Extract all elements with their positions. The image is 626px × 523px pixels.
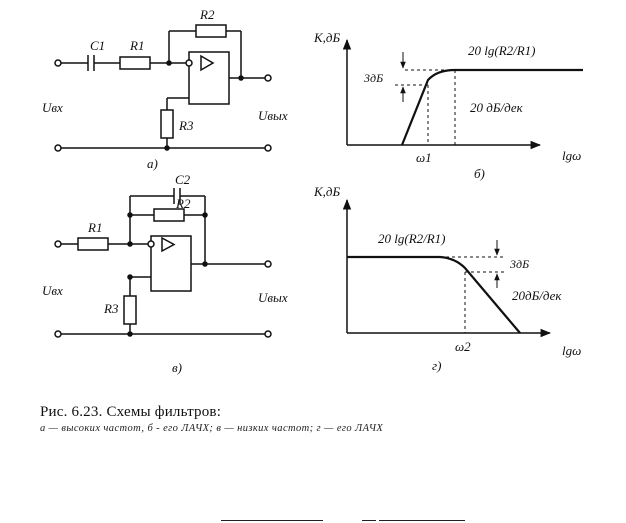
label-r1: R1 (129, 38, 144, 53)
label-uin-v: Uвх (42, 283, 63, 298)
footer-rule-left (221, 520, 323, 521)
resistor-r3 (160, 109, 174, 139)
circuit-low-pass (54, 188, 272, 338)
xlabel-b: lgω (562, 148, 581, 163)
figure-caption: Рис. 6.23. Схемы фильтров: (40, 404, 222, 420)
response-curve-g (347, 255, 521, 334)
slope-g: 20дБ/дек (512, 288, 562, 303)
circuit-high-pass (54, 24, 272, 152)
footer-rule-right (379, 520, 465, 521)
label-r3: R3 (178, 118, 194, 133)
figure-subcaption: а — высоких частот, б - его ЛАЧХ; в — ни… (40, 423, 384, 434)
resistor-r1 (119, 56, 151, 70)
formula-b: 20 lg(R2/R1) (468, 43, 536, 58)
label-c1: C1 (90, 38, 105, 53)
capacitor-c1 (87, 55, 95, 71)
xlabel-g: lgω (562, 343, 581, 358)
resistor-r1-v (77, 237, 109, 251)
tag-b: б) (474, 166, 485, 181)
tag-a: а) (147, 156, 158, 171)
graph-lowpass-response (342, 198, 552, 338)
label-r2-v: R2 (175, 196, 191, 211)
resistor-r2 (195, 24, 227, 38)
formula-g: 20 lg(R2/R1) (378, 231, 446, 246)
label-uout-v: Uвых (258, 290, 288, 305)
graph-highpass-response (342, 38, 583, 150)
tag-g: г) (432, 358, 441, 373)
opamp-v (150, 235, 192, 292)
db3-g: 3дБ (509, 257, 529, 271)
slope-b: 20 дБ/дек (470, 100, 524, 115)
label-uin: Uвх (42, 100, 63, 115)
label-r2: R2 (199, 7, 215, 22)
footer-rule-mid (362, 520, 376, 521)
label-r1-v: R1 (87, 220, 102, 235)
tag-v: в) (172, 360, 182, 375)
label-r3-v: R3 (103, 301, 119, 316)
db3-b: 3дБ (363, 71, 383, 85)
label-uout: Uвых (258, 108, 288, 123)
omega-g: ω2 (455, 339, 471, 354)
ylabel-b: К,дБ (313, 30, 340, 45)
resistor-r3-v (123, 295, 137, 325)
omega-b: ω1 (416, 150, 432, 165)
label-c2: C2 (175, 172, 191, 187)
ylabel-g: К,дБ (313, 184, 340, 199)
